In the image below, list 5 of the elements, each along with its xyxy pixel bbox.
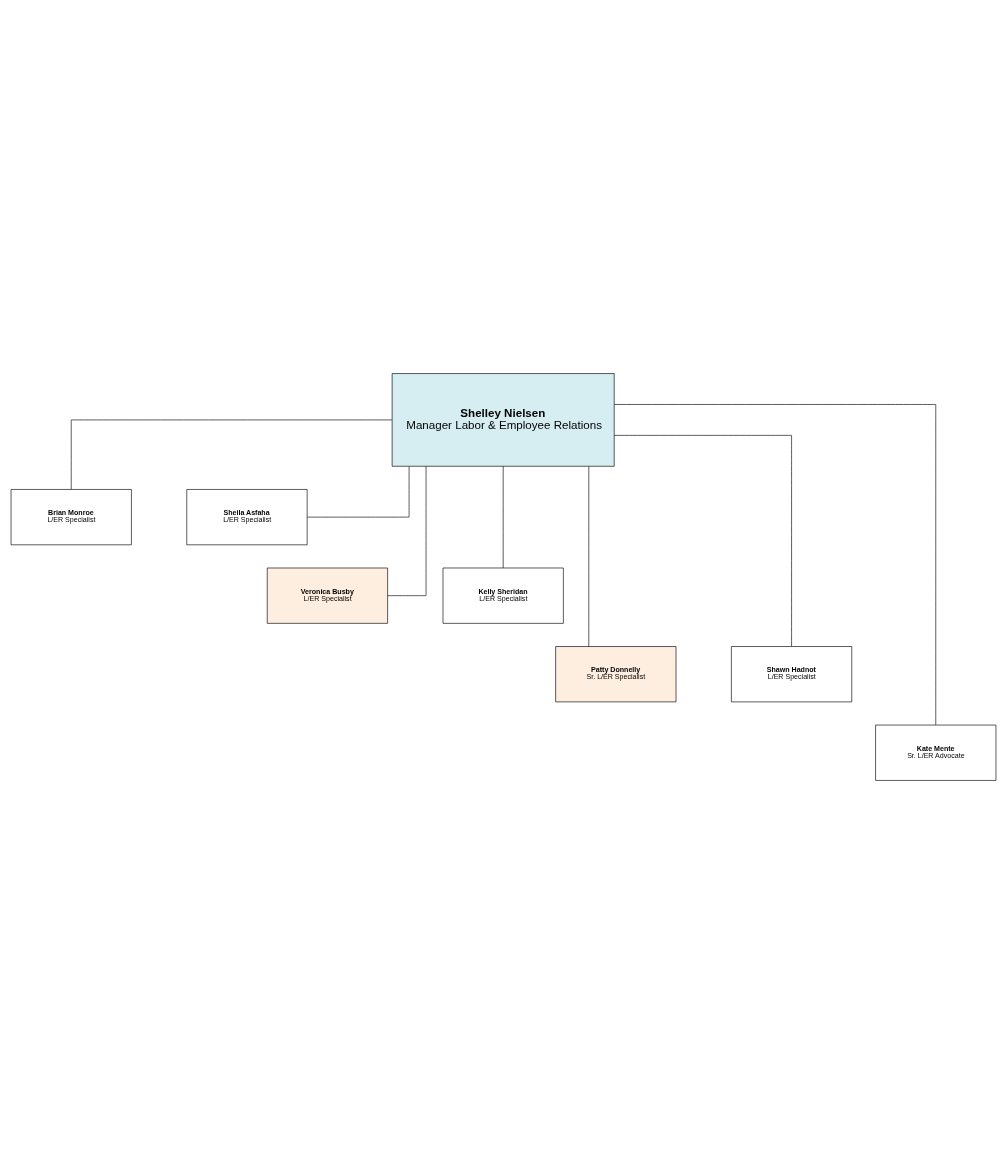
connector xyxy=(613,434,792,647)
connector xyxy=(613,403,937,725)
connector xyxy=(588,465,590,647)
connector xyxy=(70,419,393,490)
node-box: Shelley Nielsen Manager Labor & Employee Relations xyxy=(391,372,615,467)
